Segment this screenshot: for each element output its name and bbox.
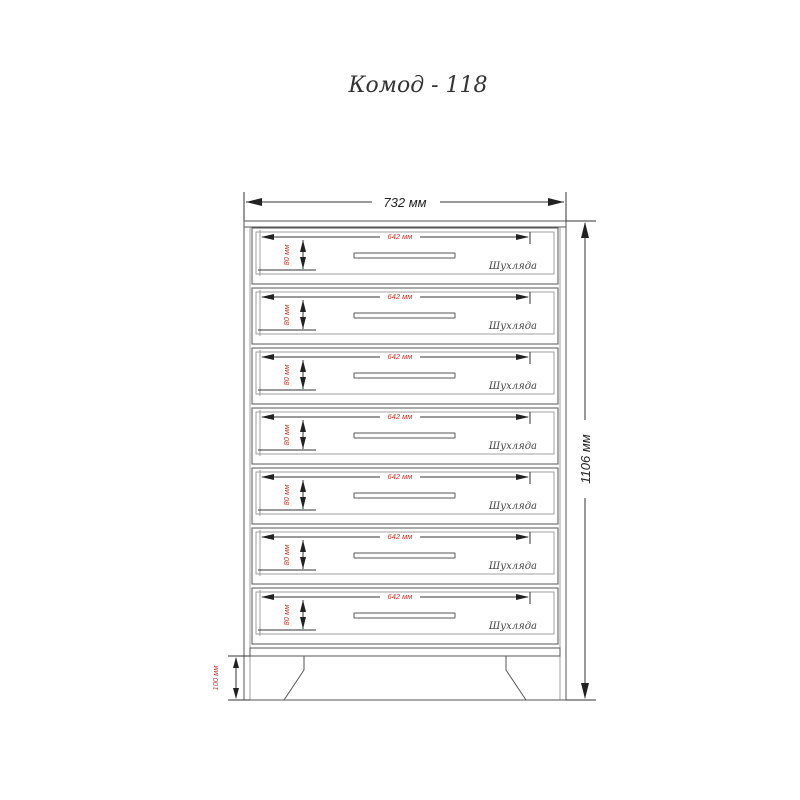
arrow-left-icon bbox=[261, 354, 274, 360]
drawer-inner-panel bbox=[255, 531, 555, 575]
arrow-down-icon bbox=[300, 377, 306, 389]
drawer-height-label: 80 мм bbox=[282, 605, 291, 626]
drawer-height-label: 80 мм bbox=[282, 545, 291, 566]
drawer-front bbox=[251, 527, 559, 585]
bottom-panel bbox=[249, 647, 561, 657]
drawer[interactable]: 642 мм 80 мм Шухляда bbox=[251, 587, 559, 645]
drawer-handle bbox=[353, 252, 456, 259]
drawer[interactable]: 642 мм 80 мм Шухляда bbox=[251, 407, 559, 465]
drawer-handle bbox=[353, 432, 456, 439]
drawer-front bbox=[251, 407, 559, 465]
overall-width-label: 732 мм bbox=[383, 195, 426, 210]
drawer-front bbox=[251, 467, 559, 525]
arrow-up-icon bbox=[300, 600, 306, 612]
drawer-label: Шухляда bbox=[488, 321, 537, 332]
arrow-down-icon bbox=[300, 557, 306, 569]
top-panel bbox=[243, 220, 567, 228]
drawer-label: Шухляда bbox=[488, 561, 537, 572]
drawer-label: Шухляда bbox=[488, 621, 537, 632]
arrow-left-icon bbox=[261, 294, 274, 300]
drawer-label: Шухляда bbox=[488, 441, 537, 452]
drawer-inner-panel bbox=[255, 411, 555, 455]
arrow-up-icon bbox=[300, 540, 306, 552]
arrow-left-icon bbox=[261, 414, 274, 420]
drawer-front bbox=[251, 287, 559, 345]
leg-arrow-down-icon bbox=[233, 688, 239, 699]
arrow-right-icon bbox=[516, 534, 529, 540]
overall-height-label: 1106 мм bbox=[578, 434, 593, 483]
drawing-title: Комод - 118 bbox=[347, 73, 487, 98]
drawer[interactable]: 642 мм 80 мм Шухляда bbox=[251, 347, 559, 405]
arrow-down-icon bbox=[581, 683, 589, 699]
arrow-right-icon bbox=[516, 294, 529, 300]
drawer-inner-panel bbox=[255, 351, 555, 395]
drawer-handle bbox=[353, 372, 456, 379]
arrow-left-icon bbox=[261, 534, 274, 540]
drawer-width-label: 642 мм bbox=[388, 292, 413, 301]
leg-left bbox=[283, 656, 305, 701]
drawer-handle bbox=[353, 612, 456, 619]
drawer-height-label: 80 мм bbox=[282, 425, 291, 446]
arrow-up-icon bbox=[581, 222, 589, 238]
height-dimension: 1106 мм bbox=[566, 220, 596, 701]
arrow-right-icon bbox=[516, 234, 529, 240]
leg-arrow-up-icon bbox=[233, 657, 239, 668]
carcass bbox=[230, 220, 580, 701]
drawer-inner-panel bbox=[255, 591, 555, 635]
arrow-up-icon bbox=[300, 480, 306, 492]
arrow-left-icon bbox=[261, 234, 274, 240]
width-dimension: 732 мм bbox=[243, 192, 567, 222]
leg-height-dimension: 100 мм bbox=[211, 655, 250, 701]
arrow-right-icon bbox=[516, 414, 529, 420]
drawer[interactable]: 642 мм 80 мм Шухляда bbox=[251, 287, 559, 345]
drawer-width-label: 642 мм bbox=[388, 532, 413, 541]
arrow-right-icon bbox=[516, 594, 529, 600]
arrow-right-icon bbox=[548, 198, 564, 206]
arrow-down-icon bbox=[300, 497, 306, 509]
drawer-height-label: 80 мм bbox=[282, 365, 291, 386]
drawer-width-label: 642 мм bbox=[388, 352, 413, 361]
leg-height-label: 100 мм bbox=[211, 666, 220, 691]
drawer-height-label: 80 мм bbox=[282, 245, 291, 266]
drawer-handle bbox=[353, 492, 456, 499]
arrow-left-icon bbox=[261, 474, 274, 480]
drawer-width-label: 642 мм bbox=[388, 232, 413, 241]
arrow-up-icon bbox=[300, 300, 306, 312]
drawer-front bbox=[251, 587, 559, 645]
drawer-label: Шухляда bbox=[488, 381, 537, 392]
drawer[interactable]: 642 мм 80 мм Шухляда bbox=[251, 527, 559, 585]
arrow-left-icon bbox=[246, 198, 262, 206]
drawer-width-label: 642 мм bbox=[388, 592, 413, 601]
drawer-label: Шухляда bbox=[488, 261, 537, 272]
drawer-front bbox=[251, 227, 559, 285]
arrow-right-icon bbox=[516, 474, 529, 480]
drawer-width-label: 642 мм bbox=[388, 412, 413, 421]
drawer-handle bbox=[353, 312, 456, 319]
drawer-front bbox=[251, 347, 559, 405]
drawer-handle bbox=[353, 552, 456, 559]
drawer-inner-panel bbox=[255, 471, 555, 515]
drawer-height-label: 80 мм bbox=[282, 485, 291, 506]
drawer[interactable]: 642 мм 80 мм Шухляда bbox=[251, 467, 559, 525]
arrow-down-icon bbox=[300, 317, 306, 329]
drawer-inner-panel bbox=[255, 231, 555, 275]
arrow-up-icon bbox=[300, 420, 306, 432]
arrow-left-icon bbox=[261, 594, 274, 600]
arrow-up-icon bbox=[300, 240, 306, 252]
leg-right bbox=[505, 656, 527, 701]
arrow-down-icon bbox=[300, 617, 306, 629]
arrow-down-icon bbox=[300, 257, 306, 269]
drawer-width-label: 642 мм bbox=[388, 472, 413, 481]
arrow-down-icon bbox=[300, 437, 306, 449]
drawer-label: Шухляда bbox=[488, 501, 537, 512]
drawer-inner-panel bbox=[255, 291, 555, 335]
arrow-right-icon bbox=[516, 354, 529, 360]
arrow-up-icon bbox=[300, 360, 306, 372]
drawer-height-label: 80 мм bbox=[282, 305, 291, 326]
drawer[interactable]: 642 мм 80 мм Шухляда bbox=[251, 227, 559, 285]
